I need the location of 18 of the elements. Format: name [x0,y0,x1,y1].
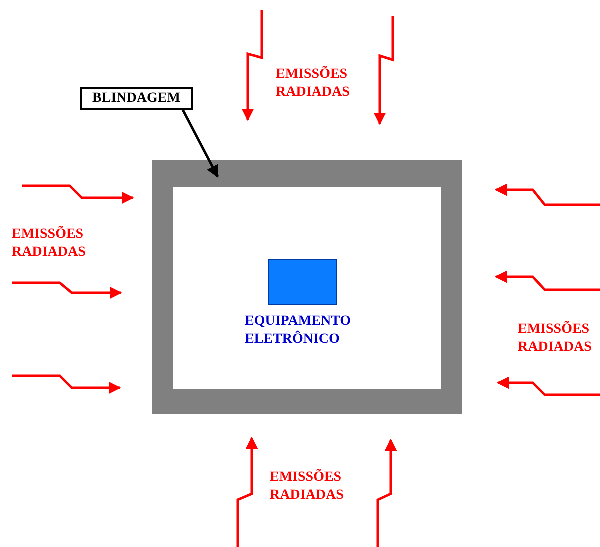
radiation-arrow [494,270,600,292]
emission-label: EMISSÕES RADIADAS [518,321,593,357]
radiation-arrow [496,376,600,396]
radiation-arrow [22,184,134,204]
emission-label: EMISSÕES RADIADAS [276,66,351,102]
callout-box: BLINDAGEM [80,87,193,110]
shield-frame [152,160,462,414]
radiation-arrow [242,10,264,122]
emission-label: EMISSÕES RADIADAS [12,226,87,262]
radiation-arrow [494,184,600,206]
radiation-arrow [374,16,394,126]
equipment-label: EQUIPAMENTO ELETRÔNICO [245,313,352,349]
radiation-arrow [236,436,258,547]
radiation-arrow [12,374,122,394]
radiation-arrow [376,438,398,547]
leader-arrow [182,109,220,178]
radiation-arrow [12,282,122,300]
emission-label: EMISSÕES RADIADAS [270,469,345,505]
